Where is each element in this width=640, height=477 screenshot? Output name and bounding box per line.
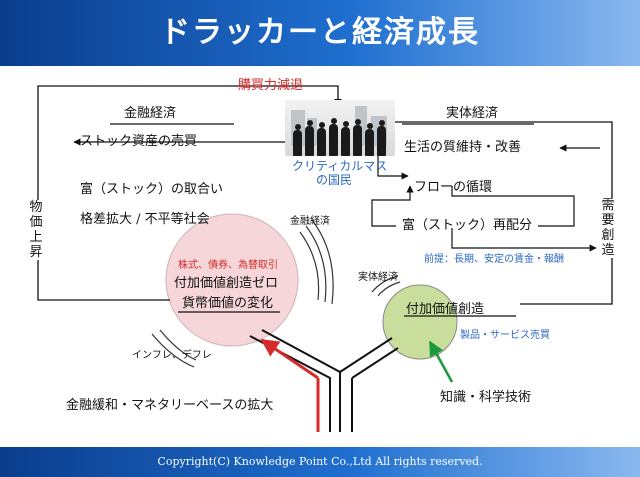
finance-item-1: ストック資産の売買 (80, 134, 198, 149)
finance-wave-lines (151, 219, 334, 368)
real-wave-lines (371, 275, 401, 297)
footer-bar: Copyright(C) Knowledge Point Co.,Ltd All… (0, 447, 640, 477)
real-item-1: 生活の質維持・改善 (404, 140, 522, 155)
bottom-left-label: 金融緩和・マネタリーベースの拡大 (66, 398, 274, 413)
real-circle-main: 付加価値創造 (406, 302, 485, 317)
finance-circle-label: 金融経済 (290, 216, 330, 227)
header-bar: ドラッカーと経済成長 (0, 0, 640, 66)
page-title: ドラッカーと経済成長 (160, 15, 480, 50)
real-item-3: 富（ストック）再配分 (402, 218, 533, 233)
real-item-2: フローの循環 (414, 180, 493, 195)
inflation-label: インフレ、デフレ (132, 350, 212, 361)
right-side-label: 需要創造 (600, 198, 616, 258)
finance-lines (73, 123, 290, 313)
real-circle (382, 284, 458, 360)
finance-item-2: 富（ストック）の取合い (80, 182, 224, 197)
real-circle-label: 実体経済 (358, 272, 398, 283)
crowd-label-line2: の国民 (316, 173, 353, 187)
y-road (249, 329, 454, 432)
real-heading: 実体経済 (446, 106, 499, 121)
finance-circle-note: 株式、債券、為替取引 (178, 260, 278, 271)
finance-circle (165, 213, 299, 347)
real-lines (371, 123, 600, 317)
finance-item-3: 格差拡大 / 不平等社会 (80, 212, 210, 227)
copyright-text: Copyright(C) Knowledge Point Co.,Ltd All… (157, 455, 483, 468)
real-circle-note: 製品・サービス売買 (460, 330, 550, 341)
finance-circle-line1: 付加価値創造ゼロ (174, 276, 279, 291)
finance-heading: 金融経済 (124, 106, 177, 121)
left-side-label: 物価上昇 (28, 200, 44, 260)
bottom-right-label: 知識・科学技術 (440, 390, 532, 405)
top-label-purchasing-power: 購買力減退 (238, 78, 304, 93)
crowd-silhouette-icon (285, 100, 395, 156)
crowd-label-line1: クリティカルマス (292, 159, 388, 173)
finance-circle-line2: 貨幣価値の変化 (182, 296, 274, 311)
premise-note: 前提：長期、安定の賃金・報酬 (424, 254, 564, 265)
